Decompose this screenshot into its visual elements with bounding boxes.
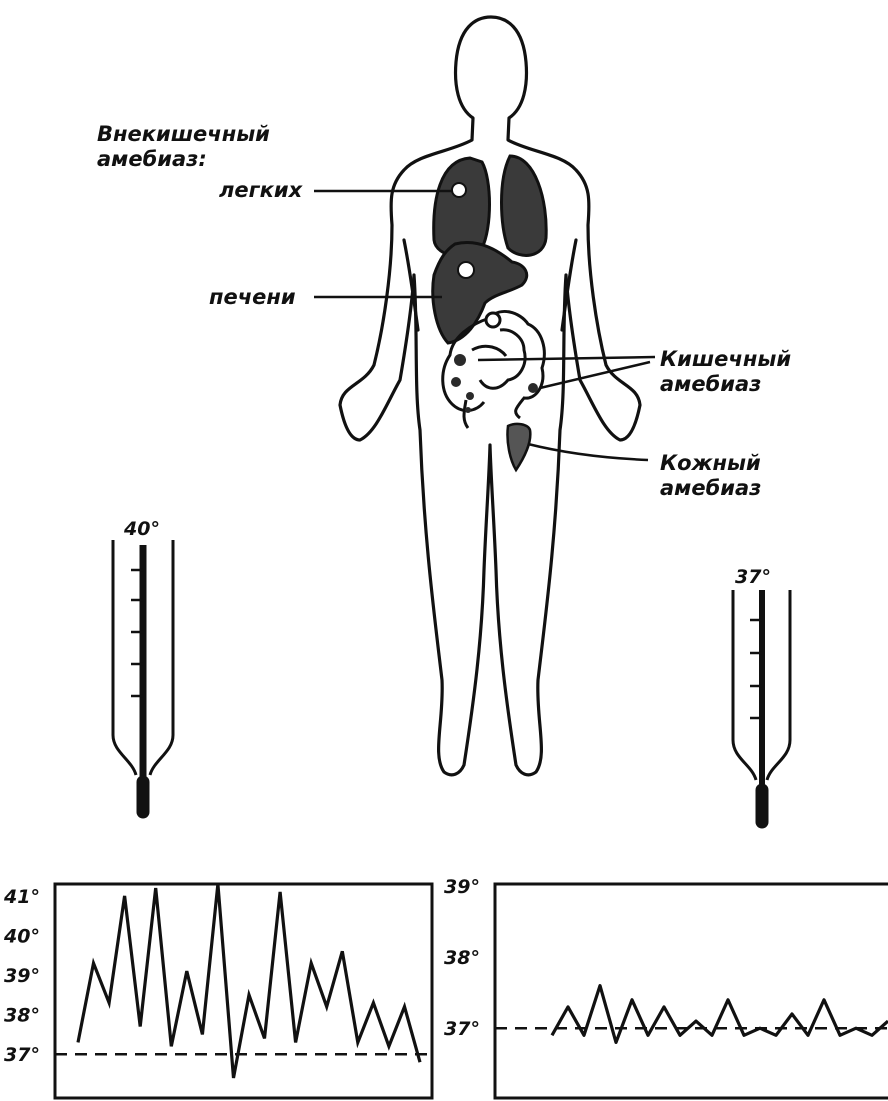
body-outline — [340, 17, 640, 775]
extraintestinal-label-line2: амебиаз: — [97, 147, 207, 171]
chart-normal-y-tick-label: 38° — [444, 947, 480, 969]
skin-label-line1: Кожный — [660, 451, 761, 475]
chart-normal-y-tick-label: 39° — [444, 876, 480, 898]
chart-normal-series-line — [552, 986, 888, 1043]
chart-normal-frame — [495, 884, 888, 1098]
chart-fever-series-line — [78, 884, 420, 1078]
extraintestinal-label-line1: Внекишечный — [97, 122, 270, 146]
temperature-chart-normal: 37° 38° 39° — [444, 876, 888, 1098]
chart-fever-y-tick-label: 37° — [4, 1044, 40, 1066]
lungs-label: легких — [219, 178, 304, 202]
intestinal-label-line1: Кишечный — [660, 347, 791, 371]
liver-label: печени — [209, 285, 296, 309]
chart-fever-y-tick-label: 40° — [3, 925, 40, 947]
lung-abscess — [452, 183, 466, 197]
chart-fever-y-tick-label: 39° — [4, 965, 40, 987]
skin-lesion — [507, 424, 530, 470]
thermometer-high-label: 40° — [123, 518, 160, 540]
chart-fever-y-tick-label: 38° — [4, 1005, 40, 1027]
skin-label-line2: амебиаз — [660, 476, 761, 500]
liver-abscess — [458, 262, 474, 278]
intestinal-label-line2: амебиаз — [660, 372, 761, 396]
liver — [433, 243, 527, 343]
temperature-chart-fever: 37° 38° 39° 40° 41° — [3, 884, 432, 1098]
right-lung — [502, 156, 547, 255]
thermometer-normal: 37° — [733, 566, 790, 822]
chart-fever-y-tick-label: 41° — [3, 886, 40, 908]
thermometer-normal-label: 37° — [735, 566, 771, 588]
chart-normal-y-tick-label: 37° — [444, 1018, 480, 1040]
lungs — [434, 156, 546, 256]
thermometer-high: 40° — [113, 518, 173, 812]
